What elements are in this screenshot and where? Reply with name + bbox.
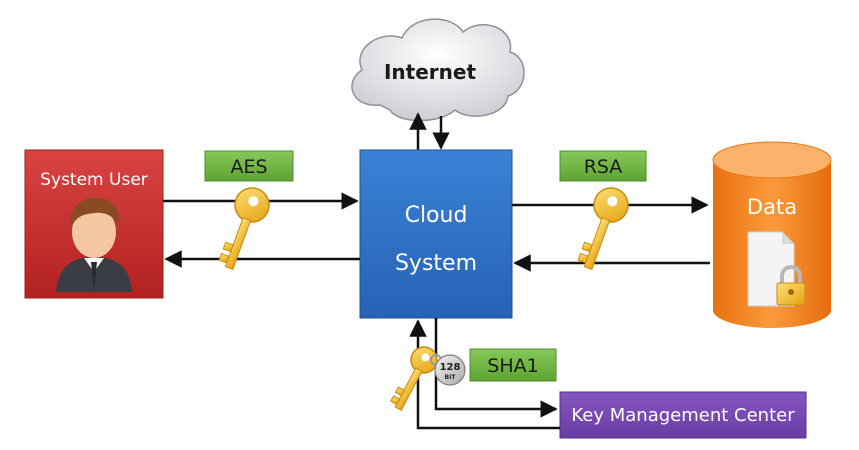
data-cylinder: Data — [712, 141, 832, 328]
system-user-label: System User — [40, 170, 148, 190]
rsa-tag: RSA — [559, 150, 647, 182]
arrow-cloud-to-kmc — [434, 318, 558, 418]
key-tag-unit: BIT — [445, 374, 457, 381]
internet-label: Internet — [384, 60, 476, 84]
128-bit-tag: 128 BIT — [434, 354, 466, 386]
cloud-system-box: Cloud System — [359, 149, 513, 319]
sha1-tag: SHA1 — [469, 348, 557, 382]
key-management-center-box: Key Management Center — [559, 391, 807, 439]
aes-tag: AES — [204, 150, 294, 182]
aes-key-icon — [218, 187, 270, 270]
internet-cloud: Internet — [351, 18, 525, 122]
system-user-box: System User — [24, 149, 164, 299]
cloud-system-label-line1: Cloud — [405, 203, 468, 228]
key-tag-size: 128 — [440, 362, 461, 373]
aes-label: AES — [230, 156, 267, 178]
rsa-label: RSA — [584, 156, 623, 178]
sha1-key-icon: 128 BIT — [390, 346, 466, 411]
cloud-system-label-line2: System — [395, 251, 477, 276]
data-label: Data — [747, 195, 797, 219]
rsa-key-icon — [577, 187, 629, 270]
key-management-center-label: Key Management Center — [571, 405, 795, 426]
sha1-label: SHA1 — [487, 355, 538, 377]
locked-document-icon — [747, 231, 806, 307]
user-avatar-icon — [56, 198, 132, 292]
